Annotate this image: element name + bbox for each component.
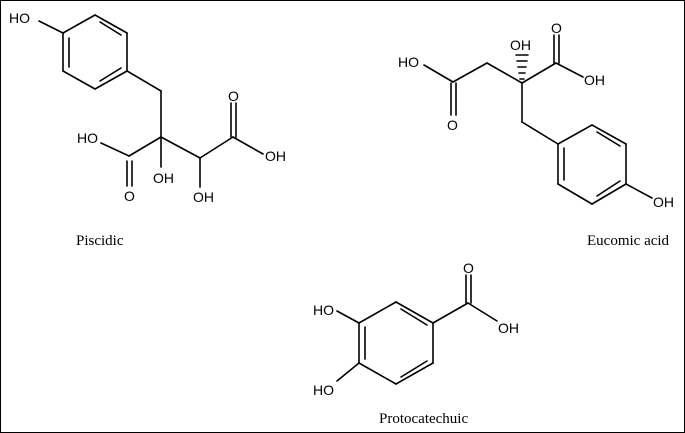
piscidic-o-left: O [124, 188, 135, 204]
protocatechuic-ho-bottom: HO [313, 382, 334, 398]
piscidic-ho-top: HO [9, 10, 30, 26]
protocatechuic-ho-top: HO [313, 302, 334, 318]
piscidic-oh-low: OH [193, 189, 214, 205]
eucomic-oh-right: OH [584, 72, 605, 88]
protocatechuic-structure: HO HO O OH Protocatechuic [313, 260, 519, 427]
eucomic-ho-left: HO [398, 54, 419, 70]
eucomic-oh-ring: OH [653, 194, 674, 210]
stereo-hash-wedge [515, 54, 529, 80]
protocatechuic-caption: Protocatechuic [379, 411, 468, 427]
piscidic-ho-left: HO [77, 130, 98, 146]
eucomic-o-right: O [551, 20, 562, 36]
piscidic-oh-mid: OH [153, 170, 174, 186]
eucomic-acid-structure: HO O OH O OH OH Eucomic acid [398, 20, 674, 249]
eucomic-acid-caption: Eucomic acid [587, 233, 670, 249]
eucomic-benzene-ring [557, 124, 627, 205]
piscidic-caption: Piscidic [76, 233, 124, 249]
protocatechuic-oh-acid: OH [498, 320, 519, 336]
eucomic-o-left: O [447, 117, 458, 133]
eucomic-oh-stereo: OH [510, 37, 531, 53]
protocatechuic-o-top: O [463, 260, 474, 276]
piscidic-structure: HO O OH HO O OH OH Piscidic [9, 10, 286, 249]
piscidic-o-right: O [228, 88, 239, 104]
protocatechuic-benzene-ring [358, 301, 434, 385]
piscidic-benzene-ring [62, 14, 128, 90]
piscidic-oh-right: OH [265, 148, 286, 164]
